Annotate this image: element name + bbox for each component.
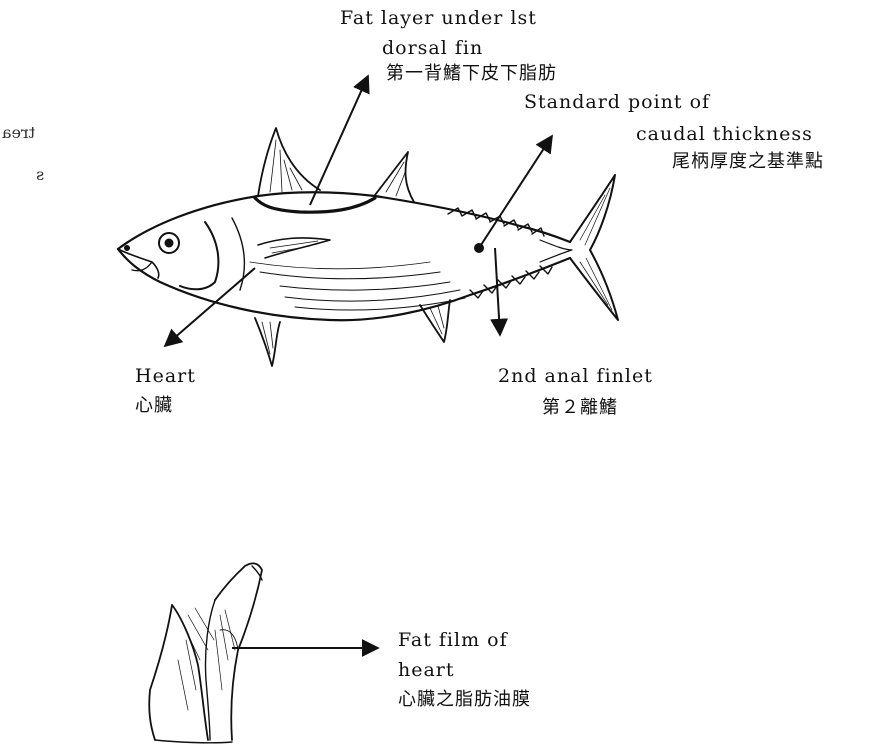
heart-label-zh: 心臟 [135,396,173,417]
standard-point-label-line2: caudal thickness [636,124,813,146]
heart-arrow-icon [165,268,255,346]
fat-film-label-line1: Fat film of [398,630,508,652]
fat-film-label-zh: 心臟之脂肪油膜 [398,690,531,711]
fat-layer-label-line2: dorsal fin [382,38,483,60]
fat-layer-label-line1: Fat layer under lst [340,8,537,30]
heart-fat-film-icon [149,563,262,742]
fat-layer-arrow-icon [310,76,368,205]
finlet-arrow-icon [495,248,500,335]
standard-point-label-zh: 尾柄厚度之基準點 [672,152,824,173]
fat-layer-label-zh: 第一背鰭下皮下脂肪 [386,64,557,85]
standard-point-label-line1: Standard point of [524,92,710,114]
callout-arrows [165,76,552,648]
finlet-label-zh: 第２離鰭 [542,398,618,419]
finlet-label: 2nd anal finlet [498,366,653,388]
fat-film-label-line2: heart [398,660,455,682]
skipjack-tuna-icon [118,128,618,366]
heart-label: Heart [135,366,196,388]
